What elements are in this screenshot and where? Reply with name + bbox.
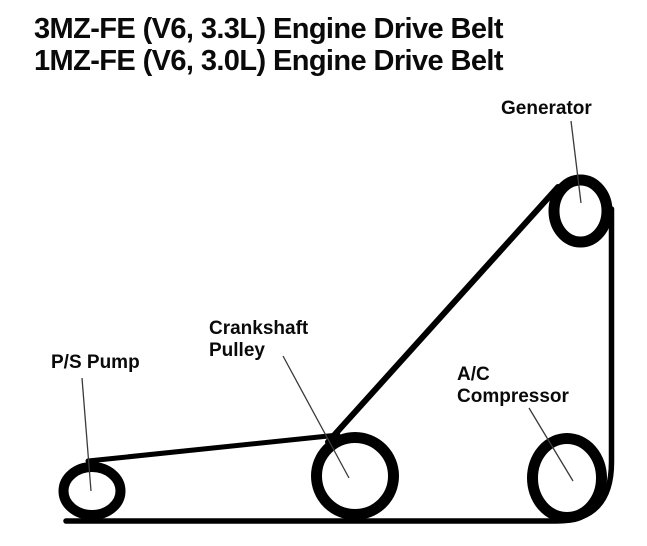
crankshaft-pulley <box>311 432 399 520</box>
generator-pulley <box>548 174 613 248</box>
ps-pump-pulley <box>58 462 126 520</box>
crankshaft-pulley-label: Crankshaft Pulley <box>209 318 308 362</box>
pulleys <box>58 174 613 523</box>
page-title: 3MZ-FE (V6, 3.3L) Engine Drive Belt 1MZ-… <box>34 13 503 77</box>
ac-label-line-1: A/C <box>457 364 490 385</box>
generator-leader-line <box>570 120 582 204</box>
ps-pump-leader-line <box>81 377 92 492</box>
ac-compressor-leader-line <box>528 407 574 482</box>
label-leader-lines <box>81 120 582 492</box>
ps-pump-label: P/S Pump <box>51 352 140 373</box>
generator-label: Generator <box>501 98 592 119</box>
crankshaft-label-line-2: Pulley <box>209 340 265 361</box>
title-line-2: 1MZ-FE (V6, 3.0L) Engine Drive Belt <box>34 45 503 77</box>
belt-run-crankshaft-to-generator <box>325 184 561 445</box>
belt-run-pump-to-crankshaft <box>85 432 341 464</box>
crankshaft-leader-line <box>282 355 350 479</box>
crankshaft-label-line-1: Crankshaft <box>209 318 309 339</box>
ac-label-line-2: Compressor <box>457 386 569 407</box>
ac-compressor-label: A/C Compressor <box>457 364 569 408</box>
ac-compressor-pulley <box>527 433 607 523</box>
title-line-1: 3MZ-FE (V6, 3.3L) Engine Drive Belt <box>34 13 503 45</box>
